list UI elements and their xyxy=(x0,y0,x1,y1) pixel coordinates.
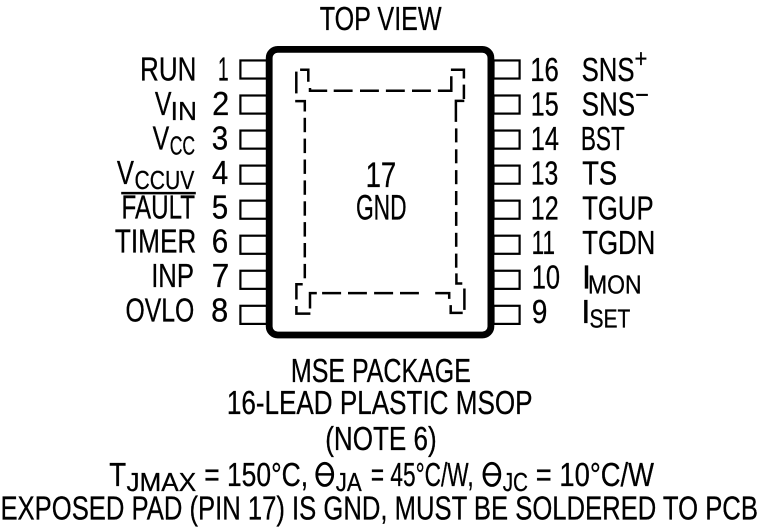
svg-text:= 10°C/W: = 10°C/W xyxy=(536,457,655,494)
svg-text:FAULT: FAULT xyxy=(122,189,196,226)
svg-text:5: 5 xyxy=(212,189,228,226)
svg-text:V: V xyxy=(155,86,172,123)
svg-text:3: 3 xyxy=(212,121,228,158)
svg-text:13: 13 xyxy=(531,156,558,193)
svg-text:= 45°C/W,: = 45°C/W, xyxy=(371,457,474,494)
svg-text:I: I xyxy=(582,260,591,297)
svg-text:BST: BST xyxy=(581,121,625,158)
svg-text:14: 14 xyxy=(531,121,559,158)
svg-text:4: 4 xyxy=(212,155,228,192)
svg-text:= 150°C,: = 150°C, xyxy=(204,457,308,494)
svg-text:JMAX: JMAX xyxy=(127,467,197,497)
svg-text:INP: INP xyxy=(151,258,194,295)
svg-text:TOP VIEW: TOP VIEW xyxy=(320,1,442,38)
svg-text:TGUP: TGUP xyxy=(582,190,653,227)
svg-text:2: 2 xyxy=(212,86,229,123)
svg-text:16: 16 xyxy=(530,52,559,89)
svg-text:SET: SET xyxy=(589,304,630,334)
svg-text:T: T xyxy=(109,457,126,494)
svg-text:12: 12 xyxy=(531,190,559,227)
svg-text:MSE PACKAGE: MSE PACKAGE xyxy=(291,353,471,390)
svg-text:IN: IN xyxy=(171,96,197,126)
svg-text:V: V xyxy=(153,121,170,158)
svg-text:CC: CC xyxy=(170,131,195,161)
svg-text:TGDN: TGDN xyxy=(582,225,655,262)
svg-text:CCUV: CCUV xyxy=(134,165,194,195)
svg-text:SNS: SNS xyxy=(582,52,635,89)
svg-text:I: I xyxy=(581,294,590,331)
svg-text:RUN: RUN xyxy=(140,52,196,89)
svg-text:JC: JC xyxy=(503,467,528,497)
svg-text:JA: JA xyxy=(336,467,363,497)
svg-text:MON: MON xyxy=(588,270,642,300)
svg-text:10: 10 xyxy=(532,260,560,297)
svg-text:(NOTE 6): (NOTE 6) xyxy=(325,421,436,458)
svg-text:11: 11 xyxy=(532,225,555,262)
svg-text:9: 9 xyxy=(532,294,548,331)
svg-text:−: − xyxy=(635,79,649,109)
svg-text:EXPOSED PAD (PIN 17) IS GND, M: EXPOSED PAD (PIN 17) IS GND, MUST BE SOL… xyxy=(0,490,757,527)
svg-text:SNS: SNS xyxy=(582,86,636,123)
svg-text:7: 7 xyxy=(212,258,229,295)
svg-text:TIMER: TIMER xyxy=(115,224,196,261)
svg-text:6: 6 xyxy=(212,224,228,261)
svg-text:V: V xyxy=(117,155,135,192)
svg-text:15: 15 xyxy=(531,86,559,123)
svg-text:+: + xyxy=(635,44,648,74)
svg-text:8: 8 xyxy=(211,293,228,330)
svg-text:17: 17 xyxy=(366,156,397,195)
svg-text:TS: TS xyxy=(582,156,617,193)
svg-text:GND: GND xyxy=(356,189,407,228)
svg-text:OVLO: OVLO xyxy=(125,293,194,330)
svg-text:1: 1 xyxy=(218,52,229,89)
svg-text:16-LEAD PLASTIC MSOP: 16-LEAD PLASTIC MSOP xyxy=(227,385,533,422)
